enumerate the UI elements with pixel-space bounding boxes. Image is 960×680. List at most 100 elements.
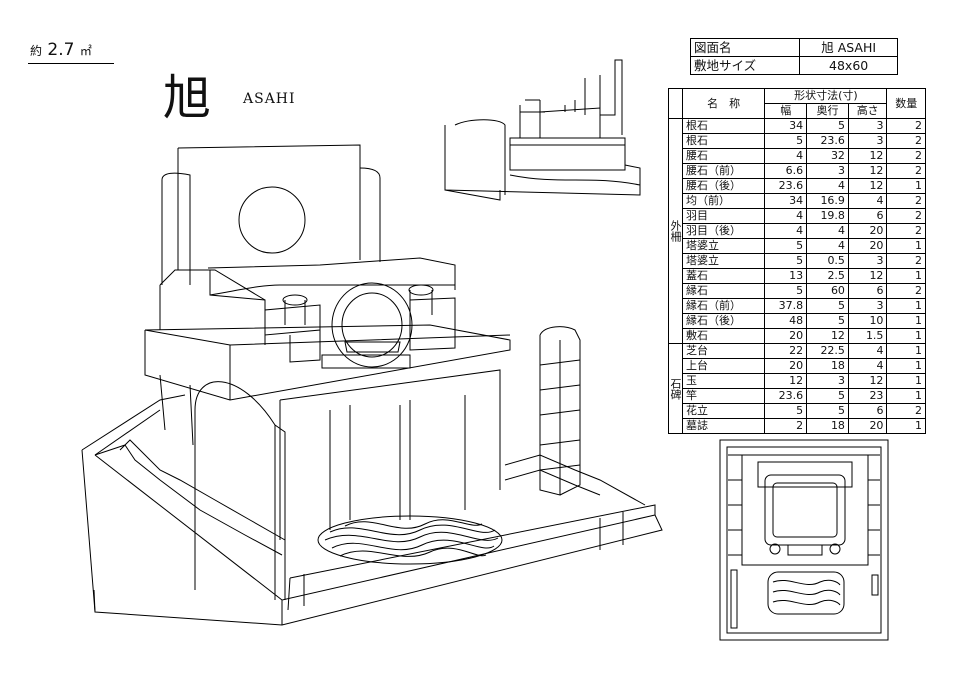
part-name: 上台	[681, 358, 766, 374]
depth-cell: 3	[806, 373, 849, 389]
site-area: 約 2.7 ㎡	[30, 40, 92, 60]
qty-cell: 2	[886, 148, 926, 164]
part-name: 根石	[681, 133, 766, 149]
qty-cell: 1	[886, 418, 926, 434]
info-value: 旭 ASAHI	[799, 38, 898, 57]
height-cell: 10	[847, 313, 888, 329]
width-cell: 20	[764, 358, 808, 374]
spec-header-row: 名 称 形状寸法(寸) 数量	[668, 88, 926, 119]
part-name: 塔婆立	[681, 253, 766, 269]
height-cell: 12	[847, 373, 888, 389]
group-label: 外柵	[668, 118, 683, 344]
height-cell: 20	[847, 418, 888, 434]
width-cell: 23.6	[764, 178, 808, 194]
part-name: 腰石	[681, 148, 766, 164]
depth-cell: 5	[806, 298, 849, 314]
depth-cell: 16.9	[806, 193, 849, 209]
height-cell: 23	[847, 388, 888, 404]
qty-cell: 2	[886, 193, 926, 209]
width-cell: 6.6	[764, 163, 808, 179]
part-name: 均（前）	[681, 193, 766, 209]
height-cell: 4	[847, 358, 888, 374]
height-cell: 20	[847, 238, 888, 254]
width-cell: 5	[764, 403, 808, 419]
depth-cell: 5	[806, 403, 849, 419]
outer-border	[81, 394, 663, 626]
part-name: 花立	[681, 403, 766, 419]
depth-cell: 60	[806, 283, 849, 299]
part-name: 根石	[681, 118, 766, 134]
height-cell: 4	[847, 343, 888, 359]
qty-cell: 1	[886, 298, 926, 314]
width-cell: 12	[764, 373, 808, 389]
area-value: 2.7	[47, 40, 75, 60]
height-cell: 6	[847, 403, 888, 419]
area-prefix: 約	[30, 44, 43, 58]
part-name: 玉	[681, 373, 766, 389]
qty-cell: 1	[886, 373, 926, 389]
part-name: 縁石（前）	[681, 298, 766, 314]
part-name: 腰石（後）	[681, 178, 766, 194]
qty-cell: 2	[886, 403, 926, 419]
qty-cell: 2	[886, 133, 926, 149]
part-name: 羽目	[681, 208, 766, 224]
depth-cell: 32	[806, 148, 849, 164]
col-header-name: 名 称	[681, 88, 766, 119]
width-cell: 5	[764, 253, 808, 269]
paving-stone	[317, 515, 503, 565]
qty-cell: 2	[886, 253, 926, 269]
width-cell: 20	[764, 328, 808, 344]
ring-ornament	[321, 282, 413, 369]
flower-vase-right	[408, 284, 456, 351]
part-name: 墓誌	[681, 418, 766, 434]
info-row: 敷地サイズ 48x60	[689, 56, 898, 75]
width-cell: 4	[764, 148, 808, 164]
part-name: 縁石（後）	[681, 313, 766, 329]
depth-cell: 19.8	[806, 208, 849, 224]
part-name: 羽目（後）	[681, 223, 766, 239]
depth-cell: 18	[806, 418, 849, 434]
qty-cell: 1	[886, 358, 926, 374]
front-panel	[194, 381, 286, 600]
plan-view-drawing	[719, 439, 889, 641]
width-cell: 2	[764, 418, 808, 434]
height-cell: 6	[847, 208, 888, 224]
height-cell: 3	[847, 133, 888, 149]
main-monument-stone	[161, 144, 381, 285]
qty-cell: 1	[886, 178, 926, 194]
qty-cell: 2	[886, 163, 926, 179]
height-cell: 12	[847, 148, 888, 164]
depth-cell: 18	[806, 358, 849, 374]
height-cell: 12	[847, 163, 888, 179]
depth-cell: 22.5	[806, 343, 849, 359]
depth-cell: 4	[806, 178, 849, 194]
group-header-cell	[668, 88, 683, 119]
part-name: 腰石（前）	[681, 163, 766, 179]
width-cell: 5	[764, 283, 808, 299]
upper-steps	[159, 257, 456, 345]
info-row: 図面名 旭 ASAHI	[689, 38, 898, 57]
width-cell: 34	[764, 118, 808, 134]
height-cell: 1.5	[847, 328, 888, 344]
depth-cell: 3	[806, 163, 849, 179]
qty-cell: 1	[886, 343, 926, 359]
flower-vase-left	[264, 294, 321, 363]
depth-cell: 5	[806, 118, 849, 134]
qty-cell: 1	[886, 238, 926, 254]
qty-cell: 1	[886, 328, 926, 344]
width-cell: 22	[764, 343, 808, 359]
side-elevation-drawing	[444, 59, 641, 201]
height-cell: 12	[847, 268, 888, 284]
qty-cell: 1	[886, 388, 926, 404]
